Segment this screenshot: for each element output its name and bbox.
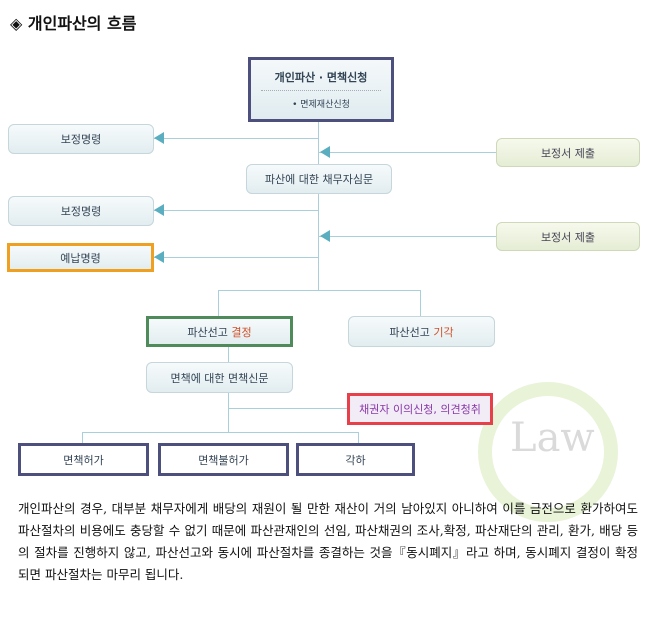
declared-label: 파산선고	[187, 325, 228, 339]
discharge-hearing: 면책에 대한 면책신문	[146, 362, 293, 393]
dismissed-label: 파산선고	[389, 325, 430, 339]
debtor-hearing: 파산에 대한 채무자심문	[246, 164, 392, 194]
law-watermark-text: Law	[510, 415, 595, 461]
rejected: 각하	[296, 443, 415, 476]
connector	[82, 432, 83, 444]
arrow-left-icon	[320, 230, 330, 242]
connector	[218, 290, 219, 316]
connector	[154, 210, 318, 211]
apply-sub-label: • 면제재산신청	[292, 100, 350, 110]
description-text: 개인파산의 경우, 대부분 채무자에게 배당의 재원이 될 만한 재산이 거의 …	[18, 501, 638, 582]
main-vertical-line	[318, 121, 319, 291]
connector	[318, 236, 496, 237]
correction-submit-2: 보정서 제출	[496, 222, 640, 251]
correction-order-2: 보정명령	[8, 196, 154, 226]
discharge-granted: 면책허가	[18, 443, 149, 476]
connector	[154, 138, 318, 139]
apply-box: 개인파산 · 면책신청 • 면제재산신청	[248, 57, 394, 122]
declared-highlight: 결정	[231, 325, 252, 339]
apply-label: 개인파산 · 면책신청	[261, 69, 381, 91]
bottom-branch-line	[82, 432, 358, 433]
connector	[154, 257, 318, 258]
arrow-left-icon	[154, 132, 164, 144]
discharge-denied: 면책불허가	[158, 443, 289, 476]
connector	[228, 408, 348, 409]
bankruptcy-declared: 파산선고 결정	[146, 316, 293, 347]
connector	[358, 432, 359, 444]
creditor-objection: 채권자 이의신청, 의견청취	[347, 393, 493, 425]
deposit-order: 예납명령	[7, 243, 154, 272]
arrow-left-icon	[154, 204, 164, 216]
arrow-left-icon	[320, 146, 330, 158]
dismissed-highlight: 기각	[433, 325, 454, 339]
arrow-left-icon	[154, 251, 164, 263]
connector	[420, 290, 421, 316]
correction-order-1: 보정명령	[8, 124, 154, 154]
connector	[318, 152, 496, 153]
correction-submit-1: 보정서 제출	[496, 138, 640, 167]
bankruptcy-dismissed: 파산선고 기각	[348, 316, 495, 347]
branch-line	[218, 290, 420, 291]
page-title: ◈ 개인파산의 흐름	[10, 14, 137, 33]
